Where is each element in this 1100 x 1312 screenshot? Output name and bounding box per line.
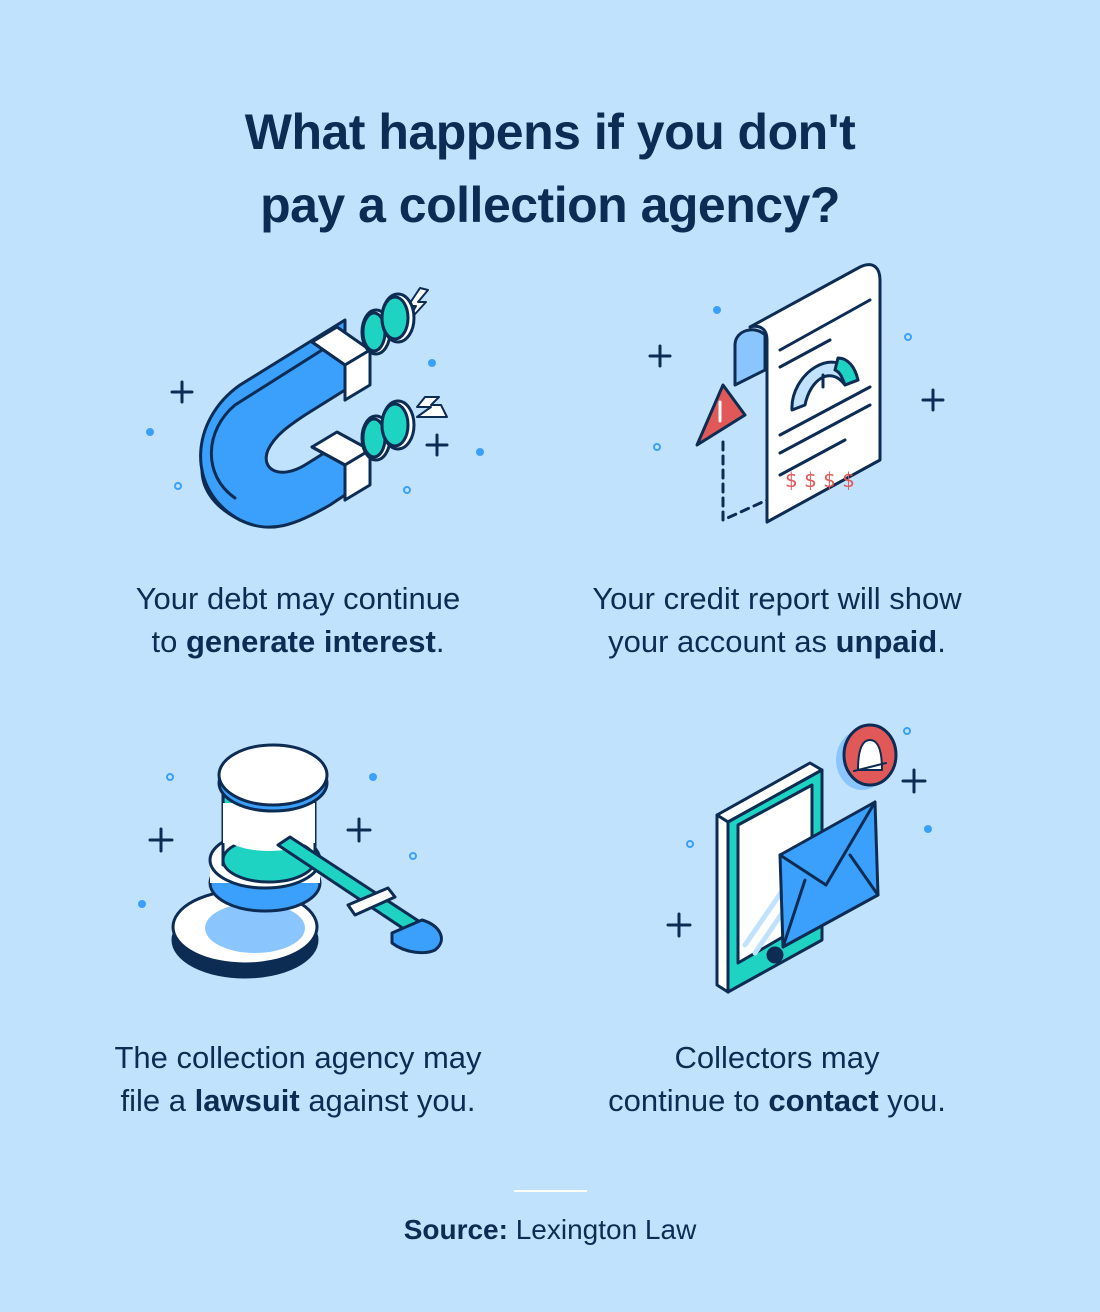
magnet-coins-icon — [130, 270, 500, 530]
source-credit: Source: Lexington Law — [0, 1212, 1100, 1248]
caption-emphasis: unpaid — [835, 624, 938, 659]
title-line-2: pay a collection agency? — [260, 176, 840, 233]
caption-line-1: Your debt may continue — [135, 581, 461, 616]
caption-emphasis: generate interest — [186, 624, 436, 659]
credit-report-warning-icon: $ $ $ $ — [630, 255, 960, 535]
caption-text: you. — [878, 1083, 946, 1118]
caption-text: . — [435, 624, 445, 659]
caption-line-1: Collectors may — [674, 1040, 880, 1075]
caption-emphasis: lawsuit — [194, 1083, 300, 1118]
caption-line-1: Your credit report will show — [592, 581, 962, 616]
caption-contact: Collectors may continue to contact you. — [547, 1036, 1007, 1122]
caption-text: continue to — [608, 1083, 769, 1118]
dollar-signs: $ $ $ $ — [785, 468, 855, 492]
source-label: Source: — [403, 1214, 508, 1245]
title-line-1: What happens if you don't — [244, 103, 856, 160]
caption-lawsuit: The collection agency may file a lawsuit… — [68, 1036, 528, 1122]
caption-text: . — [937, 624, 946, 659]
caption-unpaid: Your credit report will show your accoun… — [547, 577, 1007, 663]
phone-envelope-bell-icon — [660, 715, 960, 1005]
gavel-icon — [130, 715, 470, 995]
caption-line-2: to generate interest. — [68, 620, 528, 663]
page-title: What happens if you don't pay a collecti… — [0, 96, 1100, 242]
caption-text: file a — [120, 1083, 195, 1118]
caption-line-1: The collection agency may — [114, 1040, 482, 1075]
caption-emphasis: contact — [768, 1083, 879, 1118]
caption-text: against you. — [299, 1083, 476, 1118]
caption-text: to — [151, 624, 186, 659]
divider — [514, 1190, 587, 1192]
caption-line-2: your account as unpaid. — [547, 620, 1007, 663]
caption-text: your account as — [608, 624, 836, 659]
caption-line-2: file a lawsuit against you. — [68, 1079, 528, 1122]
source-value: Lexington Law — [507, 1214, 697, 1245]
caption-generate-interest: Your debt may continue to generate inter… — [68, 577, 528, 663]
caption-line-2: continue to contact you. — [547, 1079, 1007, 1122]
